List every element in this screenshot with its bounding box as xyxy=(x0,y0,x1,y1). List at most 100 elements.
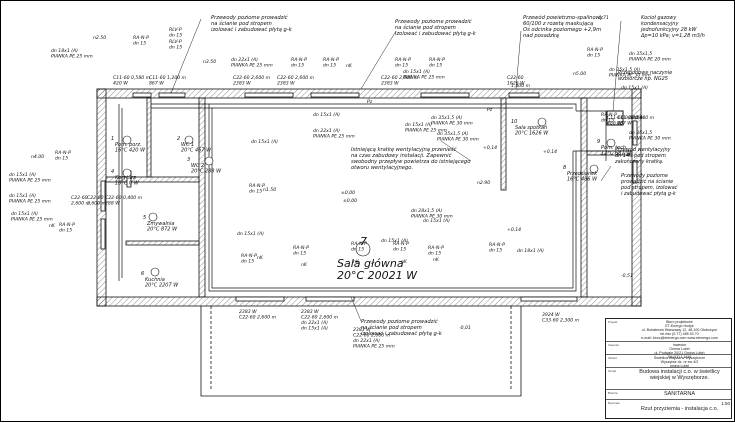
pipe-label-line: dn 35x1,5 (A) xyxy=(431,115,463,121)
pipe-label: n3.00 xyxy=(629,115,642,121)
pipe-label-line: 2383 W xyxy=(239,309,257,315)
pipe-label-line: n2.90 xyxy=(477,180,490,186)
note-line: Przewód wentylacyjny xyxy=(615,146,672,153)
boiler-icon xyxy=(606,110,624,126)
room-temperature: 20°C 1626 W xyxy=(515,131,549,137)
room-name: Kuchnia xyxy=(145,277,165,283)
note-line: na ścianie pod stropem xyxy=(211,20,272,27)
pipe-label-line: -0,01 xyxy=(459,325,471,331)
pipe-label: -0,51 xyxy=(621,273,633,279)
pipe-label: dn 15x1 (A) xyxy=(251,139,278,145)
note-line: Oś odcinka poziomego +2,9m xyxy=(523,26,601,33)
room-number: 5 xyxy=(143,215,146,221)
pipe-label-line: dn 15x1 (A) xyxy=(251,139,278,145)
pipe-label-line: dn 15 xyxy=(395,63,408,69)
pipe-label-line: dn 15x1 (A) xyxy=(9,193,36,199)
pipe-label-line: dn 15 xyxy=(293,251,306,257)
pipe-label: +0,14 xyxy=(507,227,521,233)
pipe-label: dn 15x1 (A)PIANKA PE 25 mm xyxy=(9,172,51,184)
room-temperature: 16°C 420 W xyxy=(115,148,146,154)
pipe-label: nK xyxy=(49,223,56,229)
pipe-label-line: PIANKA PE 30 mm xyxy=(411,214,453,220)
note-line: na czas zabudowy instalacji. Zapewnić xyxy=(351,152,453,159)
pipe-label: +0,14 xyxy=(543,149,557,155)
pipe-label-line: C22-60 xyxy=(87,195,104,201)
pipe-label: nK xyxy=(257,255,264,261)
pipe-label-line: PIANKA PE 25 mm xyxy=(403,75,445,81)
pipe-label-line: PIANKA PE 25 mm xyxy=(405,128,447,134)
pipe-label-line: n3.00 xyxy=(629,115,642,121)
room-temperature: 16°C 486 W xyxy=(567,177,598,183)
room-name: WC 1 xyxy=(181,142,194,148)
note-line: na ścianie pod stropem xyxy=(361,324,422,331)
room-temperature: 20°C 288 W xyxy=(191,169,222,175)
note-line: Przewód powietrzno-spalinowy xyxy=(523,14,604,21)
note-line: Istniejącą kratkę wentylacyjną przenieść xyxy=(351,146,458,153)
pipe-label-line: C22-60 2,600 m xyxy=(277,75,315,81)
pipe-label-line: nK xyxy=(401,259,408,265)
pipe-label-line: dn 22x1 (A) xyxy=(313,128,340,134)
note-line: izolować i zabudować płytą g-k xyxy=(395,30,477,37)
room-name: Zmywalnia xyxy=(146,221,174,227)
wall-inner-6 xyxy=(586,150,633,156)
pipe-label-line: PIANKA PE 25 mm xyxy=(51,54,93,60)
pipe-label-line: RLV-P xyxy=(169,39,182,45)
pipe-label-line: dn 15x1 (A) xyxy=(11,211,38,217)
pipe-label: dn 35x1,5 (A)PIANKA PE 30 mm xyxy=(431,115,473,127)
pipe-label-line: RA-N-P xyxy=(55,150,71,156)
note-line: Przewody poziome prowadzić xyxy=(395,18,473,25)
room-number: 3 xyxy=(187,157,190,163)
pipe-label: dn 15x1 (A)PIANKA PE 25 mm xyxy=(11,211,53,223)
room-name: Sala główna xyxy=(337,257,404,270)
room-name: Korytarz xyxy=(115,175,136,181)
designer_lines-line: tel./fax (0-77) 485 53 70 xyxy=(660,332,699,336)
pipe-label: nK xyxy=(346,63,353,69)
pipe-label-line: dn 35x1,5 (A) xyxy=(609,67,641,73)
pipe-label-line: n2.50 xyxy=(93,35,106,41)
room-name: Przedsionek xyxy=(567,171,598,177)
pipe-label-line: Pz xyxy=(367,99,373,105)
note-line: Przewody poziome prowadzić xyxy=(211,14,289,21)
pipe-label-line: PIANKA PE 25 mm xyxy=(231,63,273,69)
room-temperature: 20°C 2207 W xyxy=(145,283,179,289)
pipe-label: n5.00 xyxy=(573,71,586,77)
note-line: i zabudować płytą g-k xyxy=(621,190,677,197)
pipe-label-line: PIANKA PE 25 mm xyxy=(9,178,51,184)
pipe-label: dn 15x1 (A) xyxy=(381,238,408,244)
project-title: Budowa instalacji c.o. w świetlicy wiejs… xyxy=(639,369,720,381)
pipe-label-line: RA-N-P xyxy=(249,183,265,189)
room-name: Sala spotkań xyxy=(515,124,547,131)
note: Istniejącą kratkę wentylacyjną przenieść… xyxy=(351,146,470,171)
pipe-label: dn 15x1 (A) xyxy=(423,218,450,224)
room-number: 2 xyxy=(177,136,180,142)
pipe-label-line: dn 35x1,5 (A) xyxy=(437,131,469,137)
pipe-label: ±0,00 xyxy=(341,190,355,196)
pipe-label-line: dn 18x1 (A) xyxy=(51,48,78,54)
pipe-label-line: +0,14 xyxy=(483,145,497,151)
room-label: 1Pom. porz.16°C 420 W xyxy=(111,136,146,154)
pipe-label-line: dn 15x1 (A) xyxy=(403,69,430,75)
room-label: 9Pom. tech.12°C 687 W xyxy=(597,139,632,157)
pipe-label-line: RA-N-P xyxy=(133,35,149,41)
pipe-label: dn 15x1 (A)PIANKA PE 25 mm xyxy=(9,193,51,205)
pipe-label-line: RA-N-P xyxy=(59,222,75,228)
room-number: 10 xyxy=(511,119,517,125)
